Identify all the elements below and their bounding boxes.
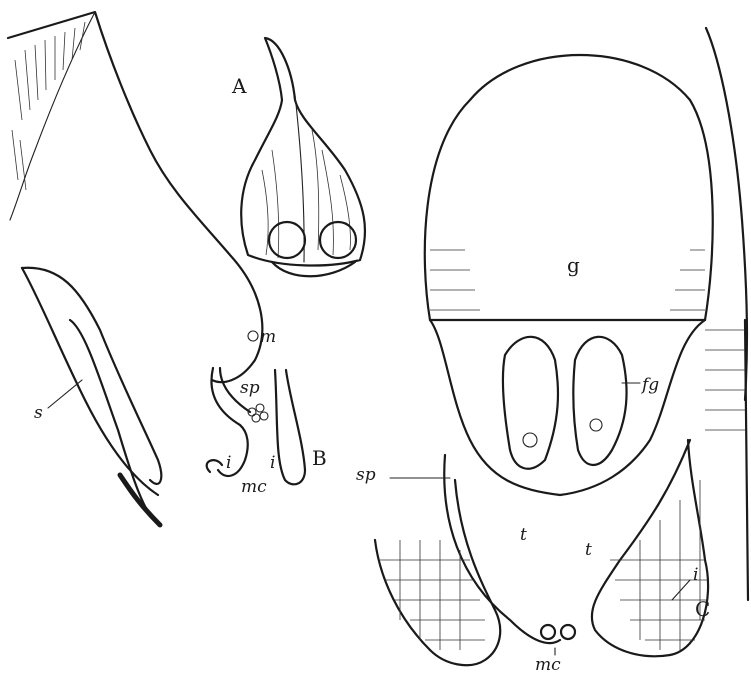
label-c-mc: mc (535, 655, 561, 675)
label-b-i-right: i (270, 453, 275, 473)
blade-outline (22, 268, 161, 484)
sheath-shading (12, 22, 85, 190)
label-b: B (312, 446, 327, 470)
c-egg-right (590, 419, 602, 431)
label-c-sp: sp (356, 465, 376, 485)
b-integument-right (275, 370, 305, 484)
label-c-t-left: t (520, 525, 527, 545)
b-spore-3 (252, 414, 260, 422)
c-micropyle-right (561, 625, 575, 639)
b-hook-left (207, 460, 222, 472)
c-archegonia-zone (430, 320, 705, 495)
label-c-t-right: t (585, 540, 592, 560)
label-c-i: i (693, 565, 698, 585)
capsule-shading (262, 130, 351, 258)
c-tissue-cells (380, 330, 745, 650)
c-i-pointer (672, 580, 690, 600)
b-spore-4 (260, 412, 268, 420)
c-archegonium-left (503, 337, 558, 469)
b-spore-2 (256, 404, 264, 412)
label-c: C (695, 597, 710, 621)
c-integument-right (592, 440, 708, 656)
label-b-sp: sp (240, 378, 260, 398)
c-gametophyte-outline (425, 55, 713, 320)
label-b-m: m (260, 327, 276, 347)
label-s: s (34, 403, 43, 423)
label-c-fg: fg (640, 375, 659, 395)
blade-inner (22, 268, 158, 495)
c-micropyle-left (541, 625, 555, 639)
figure-c: g fg mc sp t t i C (356, 28, 748, 675)
sheath-outline (8, 12, 262, 382)
figure-a: A (231, 38, 365, 276)
s-pointer (48, 380, 82, 408)
c-megasporangium (444, 455, 560, 643)
b-m-marker (248, 331, 258, 341)
sporangium-left (269, 222, 305, 258)
label-a: A (231, 74, 247, 98)
label-c-g: g (567, 253, 580, 277)
sheath-inner-edge (10, 12, 95, 220)
label-b-mc: mc (241, 477, 267, 497)
c-archegonium-right (573, 337, 626, 465)
c-egg-left (523, 433, 537, 447)
figure-s: s (8, 12, 262, 525)
c-integument-left (375, 480, 500, 665)
figure-b: m sp i i mc B (207, 327, 327, 497)
capsule-midrib (295, 95, 304, 262)
label-b-i-left: i (226, 453, 231, 473)
